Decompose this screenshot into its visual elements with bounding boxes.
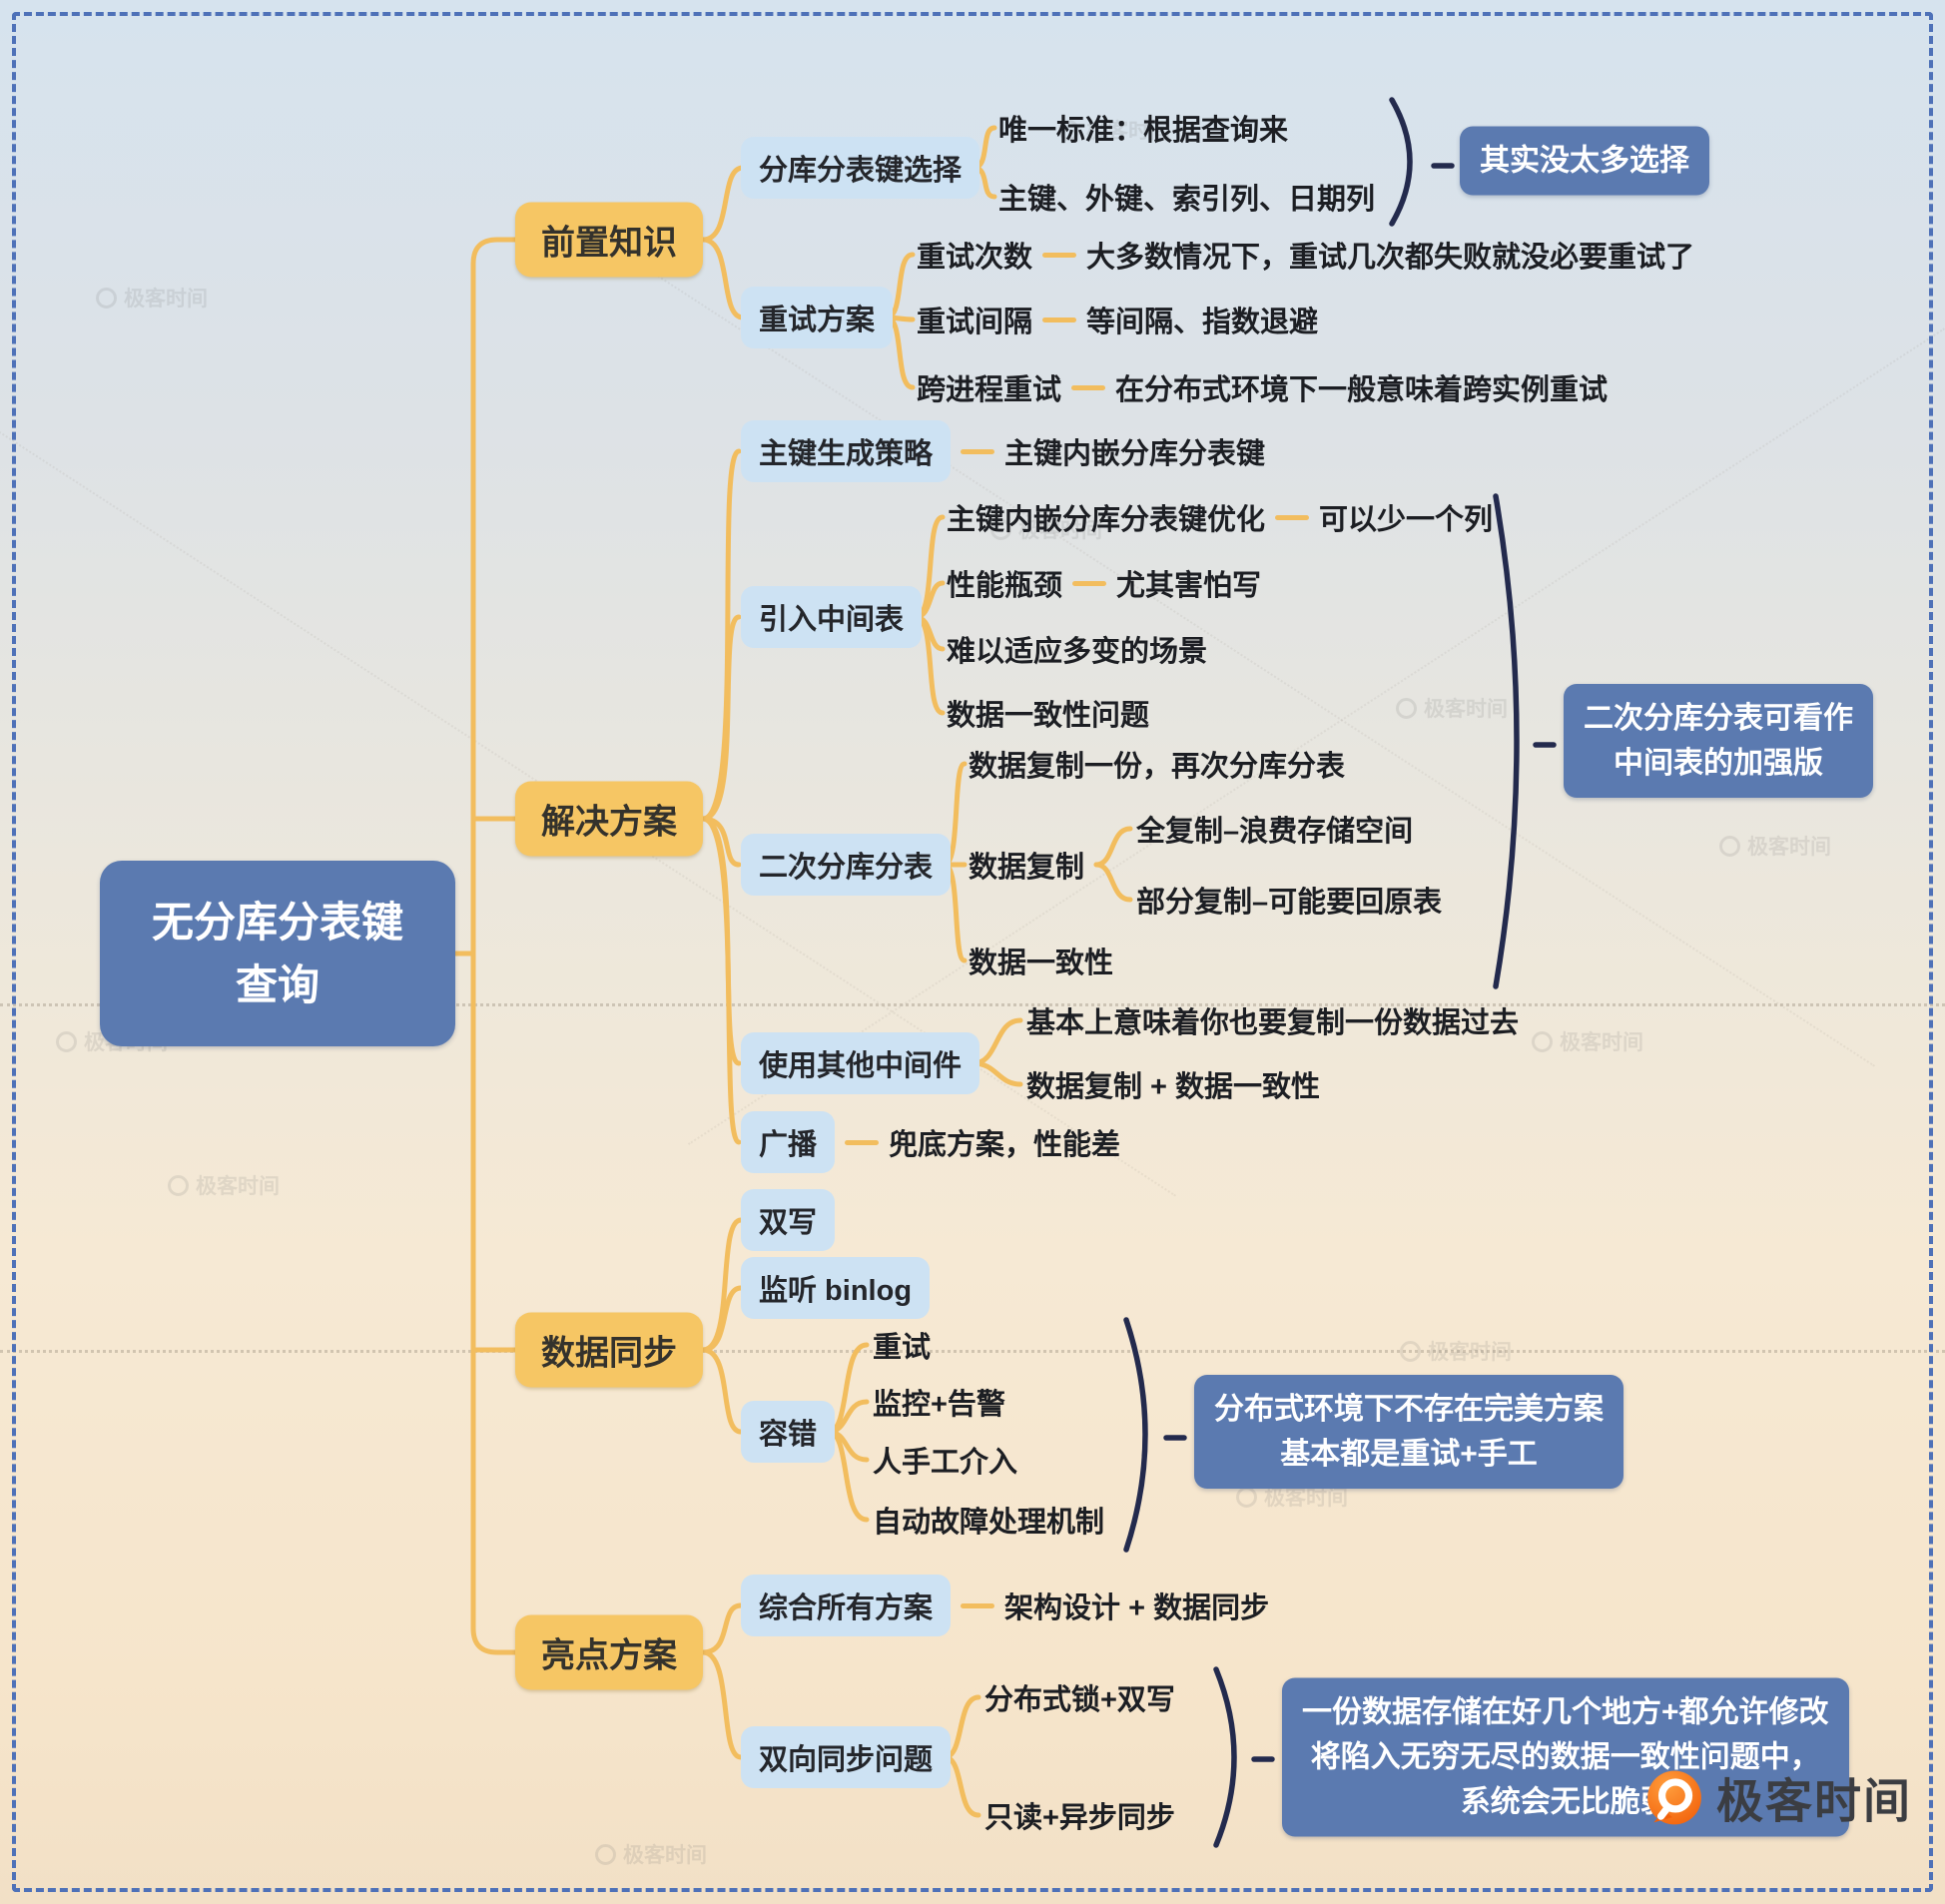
watermark-logo-icon	[168, 1174, 189, 1196]
leaf-monitor-alert[interactable]: 监控+告警	[873, 1389, 1005, 1421]
leaf-pk-embed-optimization[interactable]: 主键内嵌分库分表键优化	[947, 504, 1266, 536]
root-topic[interactable]: 无分库分表键 查询	[100, 861, 455, 1046]
note-retry-count[interactable]: 大多数情况下，重试几次都失败就没必要重试了	[1086, 242, 1695, 274]
connector-dash	[1042, 252, 1077, 258]
topic-intermediate-table[interactable]: 引入中间表	[741, 586, 923, 648]
row-combine-all: 综合所有方案 架构设计 + 数据同步	[741, 1575, 1269, 1636]
note-cross-process-retry[interactable]: 在分布式环境下一般意味着跨实例重试	[1115, 374, 1609, 406]
watermark-logo-icon	[1719, 835, 1740, 857]
geektime-logo-icon	[1647, 1770, 1701, 1824]
note-afraid-of-writes[interactable]: 尤其害怕写	[1116, 570, 1262, 602]
note-one-less-column[interactable]: 可以少一个列	[1319, 504, 1494, 536]
watermark: 极客时间	[96, 283, 208, 313]
annotation-not-many-choices[interactable]: 其实没太多选择	[1460, 126, 1709, 196]
watermark: 极客时间	[595, 1839, 707, 1869]
watermark: 极客时间	[1396, 693, 1508, 723]
leaf-copy-plus-consistency[interactable]: 数据复制 + 数据一致性	[1026, 1071, 1321, 1103]
watermark: 极客时间	[1058, 115, 1170, 145]
note-retry-interval[interactable]: 等间隔、指数退避	[1086, 307, 1319, 338]
leaf-data-consistency[interactable]: 数据一致性	[969, 948, 1114, 979]
leaf-consistency-problem[interactable]: 数据一致性问题	[947, 700, 1150, 732]
row-pk-generation: 主键生成策略 主键内嵌分库分表键	[741, 420, 1265, 482]
topic-combine-all-solutions[interactable]: 综合所有方案	[741, 1575, 952, 1636]
leaf-readonly-async-sync[interactable]: 只读+异步同步	[984, 1802, 1175, 1834]
leaf-cross-process-retry[interactable]: 跨进程重试	[917, 374, 1062, 406]
connector-dash	[1072, 580, 1107, 586]
watermark-logo-icon	[1058, 119, 1079, 141]
watermark-logo-icon	[96, 287, 117, 309]
connector-dash	[845, 1139, 880, 1145]
watermark: 极客时间	[1532, 1026, 1643, 1056]
annotation-no-perfect-solution[interactable]: 分布式环境下不存在完美方案 基本都是重试+手工	[1194, 1375, 1623, 1489]
leaf-manual-intervention[interactable]: 人手工介入	[873, 1447, 1018, 1479]
topic-pk-generation[interactable]: 主键生成策略	[741, 420, 952, 482]
leaf-key-candidates[interactable]: 主键、外键、索引列、日期列	[998, 184, 1376, 216]
connector-dash	[961, 448, 995, 454]
topic-bidirectional-sync[interactable]: 双向同步问题	[741, 1726, 952, 1788]
brace-marks	[1123, 97, 1557, 1848]
note-architecture-plus-sync[interactable]: 架构设计 + 数据同步	[1004, 1592, 1270, 1624]
topic-listen-binlog[interactable]: 监听 binlog	[741, 1257, 931, 1319]
watermark-logo-icon	[1400, 1340, 1421, 1362]
branch-shuju-tongbu[interactable]: 数据同步	[515, 1312, 703, 1388]
geektime-logo: 极客时间	[1645, 1763, 1912, 1832]
branch-qianzhi-zhishi[interactable]: 前置知识	[515, 202, 703, 278]
row-pk-embed-optimization: 主键内嵌分库分表键优化 可以少一个列	[947, 496, 1493, 538]
watermark: 极客时间	[1719, 831, 1831, 861]
leaf-retry-count[interactable]: 重试次数	[917, 242, 1033, 274]
leaf-data-copy[interactable]: 数据复制	[969, 852, 1085, 884]
topic-other-middleware[interactable]: 使用其他中间件	[741, 1032, 980, 1094]
leaf-partial-copy[interactable]: 部分复制–可能要回原表	[1136, 887, 1443, 919]
topic-shard-key-selection[interactable]: 分库分表键选择	[741, 137, 980, 199]
watermark-logo-icon	[595, 1843, 616, 1865]
watermark-logo-icon	[990, 518, 1011, 540]
leaf-distributed-lock-double-write[interactable]: 分布式锁+双写	[984, 1684, 1175, 1716]
leaf-hard-to-adapt[interactable]: 难以适应多变的场景	[947, 636, 1208, 668]
connector-dash	[961, 1602, 995, 1608]
dotted-guide-line	[0, 1350, 1945, 1353]
connector-dash	[1275, 514, 1310, 520]
branch-liangdian-fangan[interactable]: 亮点方案	[515, 1614, 703, 1690]
leaf-retry[interactable]: 重试	[873, 1332, 932, 1364]
topic-secondary-sharding[interactable]: 二次分库分表	[741, 834, 952, 896]
topic-double-write[interactable]: 双写	[741, 1189, 836, 1251]
leaf-auto-failure-handling[interactable]: 自动故障处理机制	[873, 1507, 1105, 1539]
leaf-copy-data-over[interactable]: 基本上意味着你也要复制一份数据过去	[1026, 1007, 1520, 1039]
watermark: 极客时间	[990, 514, 1102, 544]
watermark: 极客时间	[1400, 1336, 1512, 1366]
row-performance-bottleneck: 性能瓶颈 尤其害怕写	[947, 562, 1261, 604]
watermark-logo-icon	[1532, 1030, 1553, 1052]
branch-jiejue-fangan[interactable]: 解决方案	[515, 781, 703, 857]
leaf-performance-bottleneck[interactable]: 性能瓶颈	[947, 570, 1063, 602]
annotation-fragile-system[interactable]: 一份数据存储在好几个地方+都允许修改 将陷入无穷无尽的数据一致性问题中， 系统会…	[1282, 1677, 1849, 1837]
leaf-copy-and-reshard[interactable]: 数据复制一份，再次分库分表	[969, 751, 1346, 783]
dotted-guide-line	[0, 1003, 1945, 1006]
topic-broadcast[interactable]: 广播	[741, 1111, 836, 1173]
row-retry-count: 重试次数 大多数情况下，重试几次都失败就没必要重试了	[917, 234, 1694, 276]
row-cross-process-retry: 跨进程重试 在分布式环境下一般意味着跨实例重试	[917, 366, 1608, 408]
topic-fault-tolerance[interactable]: 容错	[741, 1401, 836, 1463]
row-retry-interval: 重试间隔 等间隔、指数退避	[917, 299, 1318, 340]
watermark: 极客时间	[168, 1170, 280, 1200]
leaf-unique-standard[interactable]: 唯一标准：根据查询来	[998, 115, 1289, 147]
row-broadcast: 广播 兜底方案，性能差	[741, 1111, 1120, 1173]
note-fallback-poor-performance[interactable]: 兜底方案，性能差	[889, 1129, 1121, 1161]
connector-dash	[1042, 317, 1077, 322]
watermark-logo-icon	[1396, 697, 1417, 719]
connector-dash	[1071, 384, 1106, 390]
leaf-retry-interval[interactable]: 重试间隔	[917, 307, 1033, 338]
note-pk-embed-shard-key[interactable]: 主键内嵌分库分表键	[1004, 438, 1266, 470]
topic-retry-plan[interactable]: 重试方案	[741, 287, 894, 348]
leaf-full-copy[interactable]: 全复制–浪费存储空间	[1136, 816, 1414, 848]
annotation-enhanced-intermediate[interactable]: 二次分库分表可看作 中间表的加强版	[1564, 684, 1873, 798]
geektime-logo-text: 极客时间	[1716, 1774, 1912, 1828]
watermark-logo-icon	[56, 1030, 77, 1052]
